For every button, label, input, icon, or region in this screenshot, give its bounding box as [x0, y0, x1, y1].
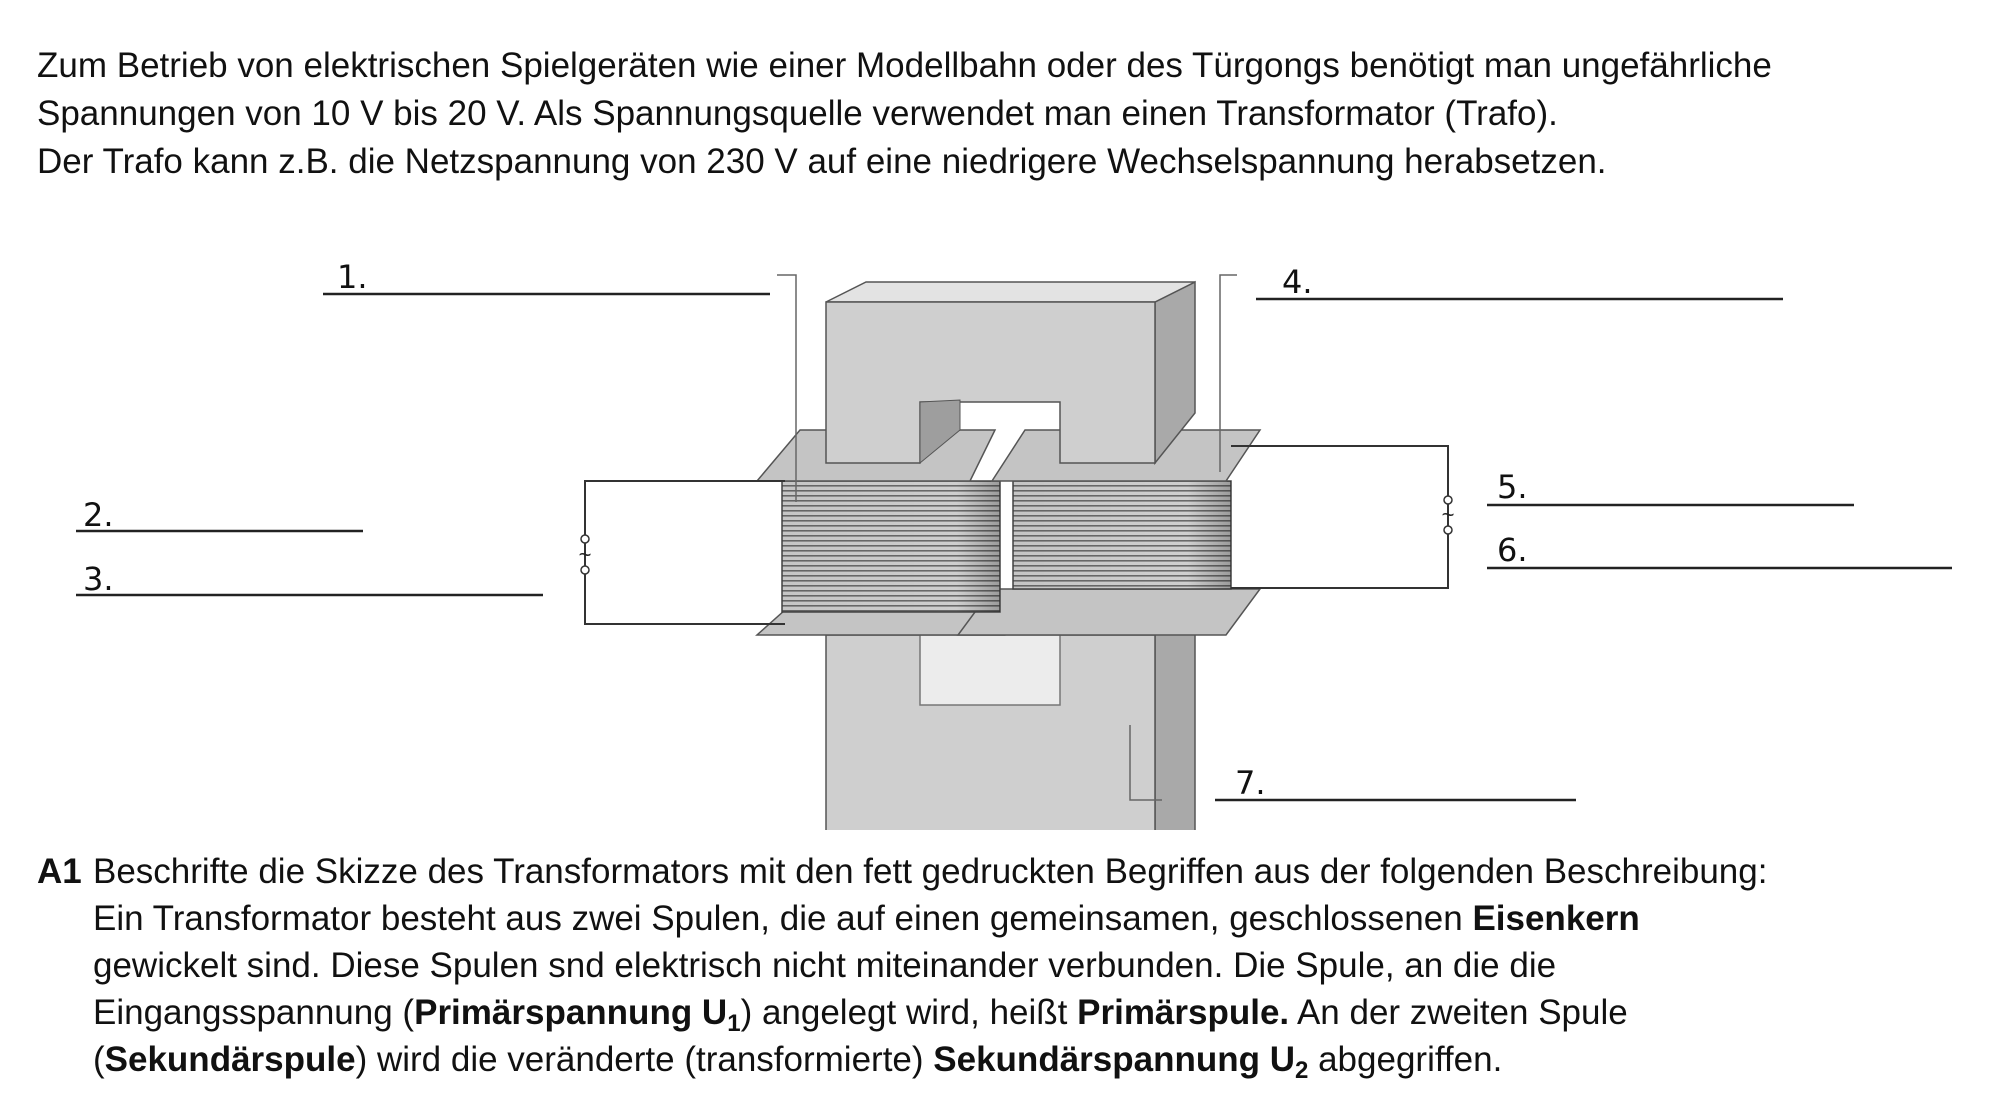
transformer-figure: ~ ~ 1. 2. 3. 4. 5. 6. 7. [0, 240, 2008, 830]
label-5: 5. [1497, 468, 1528, 506]
primary-ac-symbol: ~ [579, 542, 592, 567]
label-2: 2. [83, 496, 114, 534]
task-a1: A1 Beschrifte die Skizze des Transformat… [37, 848, 1997, 1083]
intro-text: Zum Betrieb von elektrischen Spielgeräte… [37, 42, 1987, 186]
primary-terminal-bottom [580, 565, 590, 575]
label-4: 4. [1282, 263, 1313, 301]
task-line-3: gewickelt sind. Diese Spulen snd elektri… [93, 946, 1557, 985]
label-1: 1. [337, 258, 368, 296]
intro-line-1: Zum Betrieb von elektrischen Spielgeräte… [37, 46, 1772, 85]
secondary-terminal-top [1443, 495, 1453, 505]
task-label: A1 [37, 852, 82, 891]
task-body: Beschrifte die Skizze des Transformators… [93, 848, 1997, 1083]
leader-line-1 [777, 274, 797, 502]
task-line-4: Eingangsspannung (Primärspannung U1) ang… [93, 993, 1628, 1037]
label-7: 7. [1235, 764, 1266, 802]
intro-line-2: Spannungen von 10 V bis 20 V. Als Spannu… [37, 94, 1558, 133]
secondary-terminal-bottom [1443, 525, 1453, 535]
task-line-2: Ein Transformator besteht aus zwei Spule… [93, 899, 1640, 938]
leader-line-4 [1219, 274, 1237, 472]
term-eisenkern: Eisenkern [1472, 899, 1640, 938]
secondary-coil [1012, 480, 1232, 590]
term-sekundaerspule: Sekundärspule [104, 1040, 356, 1079]
iron-core-upper [825, 280, 1196, 466]
label-6: 6. [1497, 531, 1528, 569]
bottom-plate-right [956, 588, 1262, 636]
primary-terminal-top [580, 534, 590, 544]
primary-coil [781, 480, 1001, 613]
iron-core-lower [825, 613, 1196, 830]
label-3: 3. [83, 560, 114, 598]
term-primaerspule: Primärspule. [1077, 993, 1290, 1032]
term-primaerspannung: Primärspannung U1 [414, 993, 741, 1037]
leader-line-7 [1129, 725, 1162, 801]
task-line-5: (Sekundärspule) wird die veränderte (tra… [93, 1040, 1503, 1084]
secondary-wire [1231, 445, 1449, 589]
secondary-ac-symbol: ~ [1442, 502, 1455, 527]
task-line-1: Beschrifte die Skizze des Transformators… [93, 852, 1768, 891]
term-sekundaerspannung: Sekundärspannung U2 [933, 1040, 1309, 1084]
primary-wire [584, 480, 785, 625]
intro-line-3: Der Trafo kann z.B. die Netzspannung von… [37, 142, 1607, 181]
